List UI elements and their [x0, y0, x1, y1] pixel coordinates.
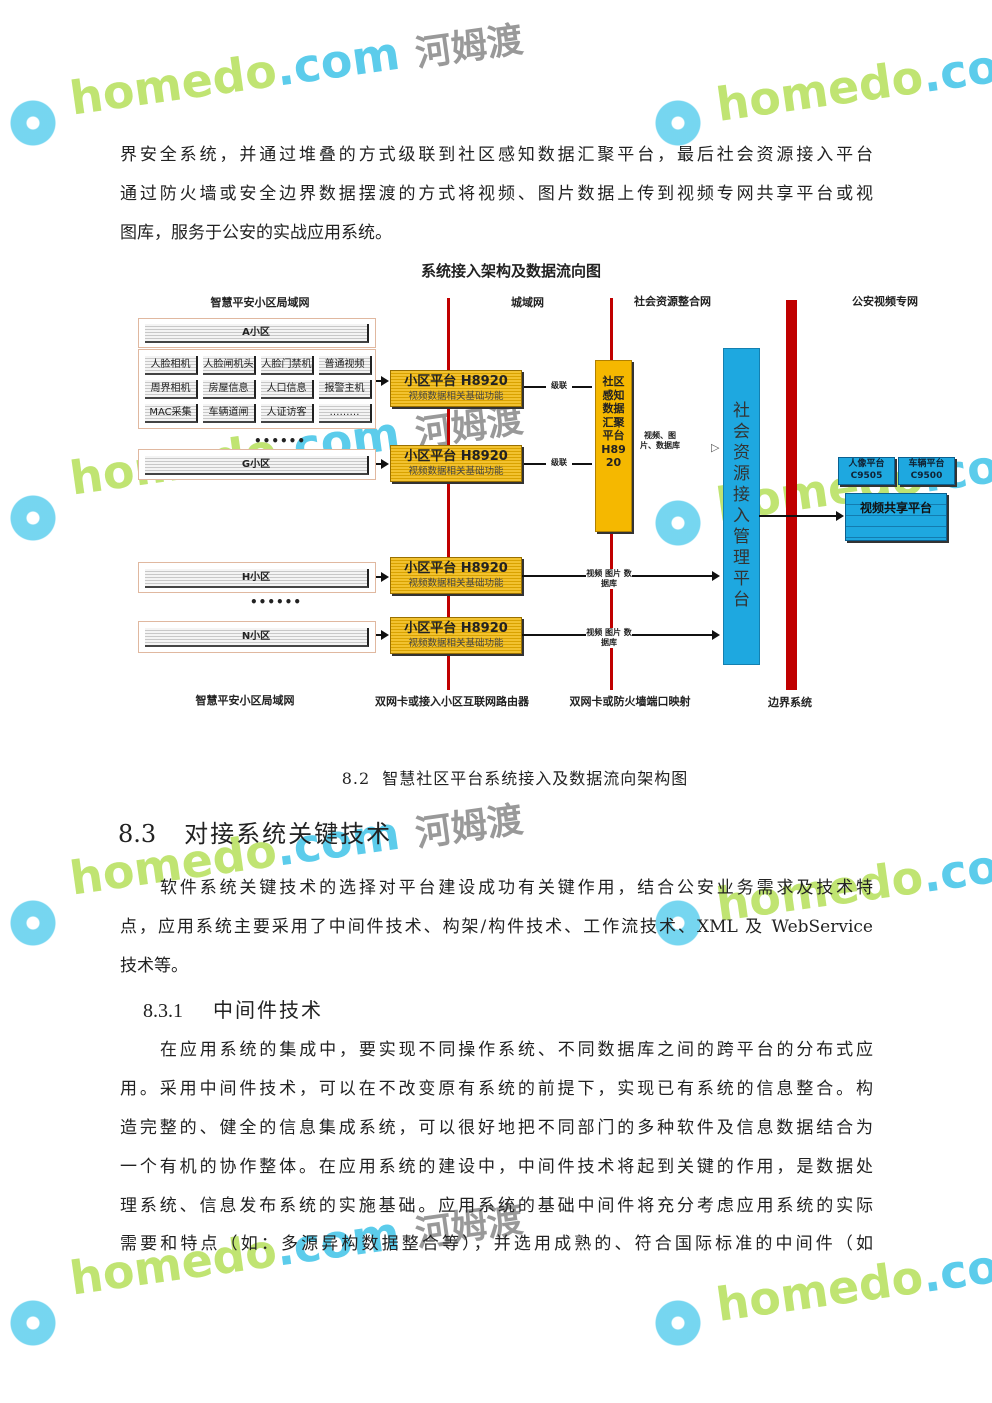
device-item: 人脸门禁机	[261, 356, 314, 375]
intro-line: 通过防火墙或安全边界数据摆渡的方式将视频、图片数据上传到视频专网共享平台或视	[120, 184, 873, 204]
device-item: 人脸相机	[145, 356, 198, 375]
data-label: 视频 图片 数据库	[586, 628, 632, 648]
watermark-logo-icon	[5, 1295, 61, 1351]
community-a-label: A小区	[145, 324, 369, 343]
community-a-zone: A小区	[138, 318, 376, 348]
watermark-logo-icon	[5, 895, 61, 951]
section-heading: 8.3 对接系统关键技术	[118, 814, 392, 849]
community-n-zone: N小区	[138, 621, 376, 653]
community-h-label: H小区	[145, 569, 369, 588]
arrow-icon	[759, 511, 844, 521]
community-platform: 小区平台 H8920 视频数据相关基础功能	[390, 445, 522, 482]
subsection-heading: 8.3.1 中间件技术	[143, 994, 323, 1023]
arrow-icon	[376, 459, 389, 469]
body-line: 技术等。	[120, 956, 188, 976]
bottom-lan-label: 智慧平安小区局域网	[195, 694, 295, 707]
platform-title: 小区平台 H8920	[404, 561, 508, 576]
body-line: 需要和特点（如：多源异构数据整合等），并选用成熟的、符合国际标准的中间件（如	[120, 1234, 873, 1254]
community-g-zone: G小区	[138, 449, 376, 480]
data-label: 视频 图片 数据库	[586, 569, 632, 589]
face-platform: 人像平台 C9505	[838, 457, 895, 485]
ellipsis-dots: ••••••	[254, 434, 307, 448]
body-line: 在应用系统的集成中，要实现不同操作系统、不同数据库之间的跨平台的分布式应	[160, 1040, 873, 1060]
community-h-zone: H小区	[138, 562, 376, 593]
device-item: 人证访客	[261, 404, 314, 423]
body-line: 造完整的、健全的信息集成系统，可以很好地把不同部门的多种软件及信息数据结合为	[120, 1118, 873, 1138]
device-item: 报警主机	[319, 380, 372, 399]
device-item: ………	[319, 404, 372, 423]
community-n-label: N小区	[145, 628, 369, 647]
arrow-icon	[376, 630, 389, 640]
section-number: 8.3	[118, 820, 157, 848]
body-line: 点，应用系统主要采用了中间件技术、构架/构件技术、工作流技术、XML 及 Web…	[120, 917, 873, 937]
zone-social-label: 社会资源整合网	[634, 295, 711, 308]
subsection-title: 中间件技术	[213, 998, 323, 1022]
device-item: 车辆道闸	[203, 404, 256, 423]
figure-caption: 8.2 智慧社区平台系统接入及数据流向架构图	[341, 769, 689, 788]
community-platform: 小区平台 H8920 视频数据相关基础功能	[390, 557, 522, 594]
body-line: 软件系统关键技术的选择对平台建设成功有关键作用，结合公安业务需求及技术特	[160, 878, 873, 898]
intro-line: 界安全系统，并通过堆叠的方式级联到社区感知数据汇聚平台，最后社会资源接入平台	[120, 145, 873, 165]
device-item: 普通视频	[319, 356, 372, 375]
platform-subtitle: 视频数据相关基础功能	[408, 578, 504, 589]
device-item: 周界相机	[145, 380, 198, 399]
bottom-router-label: 双网卡或接入小区互联网路由器	[375, 695, 529, 708]
body-line: 一个有机的协作整体。在应用系统的建设中，中间件技术将起到关键的作用，是数据处	[120, 1157, 873, 1177]
share-platform: 视频共享平台	[845, 493, 947, 541]
platform-subtitle: 视频数据相关基础功能	[408, 391, 504, 402]
vehicle-platform: 车辆平台 C9500	[898, 457, 955, 485]
platform-title: 小区平台 H8920	[404, 374, 508, 389]
device-item: MAC采集	[145, 404, 198, 423]
access-platform-label: 社会资源接入管理平台	[733, 401, 750, 610]
triangle-icon: ▷	[711, 441, 720, 454]
architecture-diagram: 系统接入架构及数据流向图 智慧平安小区局域网 城域网 社会资源整合网 公安视频专…	[138, 262, 955, 709]
data-label: 视频、图片、数据库	[640, 431, 680, 450]
diagram-title: 系统接入架构及数据流向图	[420, 262, 601, 280]
section-title: 对接系统关键技术	[184, 820, 393, 848]
community-g-label: G小区	[145, 456, 369, 475]
bottom-border-label: 边界系统	[768, 696, 812, 709]
arrow-icon	[376, 572, 389, 582]
zone-lan-label: 智慧平安小区局域网	[210, 296, 310, 309]
border-system-bar	[786, 300, 797, 690]
platform-subtitle: 视频数据相关基础功能	[408, 466, 504, 477]
body-line: 理系统、信息发布系统的实施基础。应用系统的基础中间件将充分考虑应用系统的实际	[120, 1196, 873, 1216]
share-platform-label: 视频共享平台	[859, 501, 932, 515]
access-platform: 社会资源接入管理平台	[723, 348, 760, 665]
platform-title: 小区平台 H8920	[404, 621, 508, 636]
aggregation-label: 社区感知数据汇聚平台H8920	[601, 375, 626, 469]
metro-divider	[447, 298, 450, 690]
platform-title: 小区平台 H8920	[404, 449, 508, 464]
community-platform: 小区平台 H8920 视频数据相关基础功能	[390, 370, 522, 407]
device-item: 房屋信息	[203, 380, 256, 399]
cascade-label: 级联	[546, 458, 572, 468]
device-item: 人口信息	[261, 380, 314, 399]
watermark-logo-icon	[650, 1295, 706, 1351]
arrow-icon	[376, 376, 389, 386]
intro-line: 图库，服务于公安的实战应用系统。	[120, 223, 392, 243]
device-grid: 人脸相机 人脸闸机头 人脸门禁机 普通视频 周界相机 房屋信息 人口信息 报警主…	[138, 349, 376, 429]
subsection-number: 8.3.1	[143, 1000, 183, 1022]
bottom-firewall-label: 双网卡或防火墙端口映射	[569, 695, 691, 708]
zone-police-label: 公安视频专网	[852, 295, 918, 308]
zone-metro-label: 城域网	[511, 296, 544, 309]
platform-subtitle: 视频数据相关基础功能	[408, 638, 504, 649]
ellipsis-dots: ••••••	[250, 595, 303, 609]
device-item: 人脸闸机头	[203, 356, 256, 375]
body-line: 用。采用中间件技术，可以在不改变原有系统的前提下，实现已有系统的信息整合。构	[120, 1079, 873, 1099]
community-platform: 小区平台 H8920 视频数据相关基础功能	[390, 617, 522, 654]
aggregation-platform: 社区感知数据汇聚平台H8920	[595, 360, 632, 532]
cascade-label: 级联	[546, 381, 572, 391]
